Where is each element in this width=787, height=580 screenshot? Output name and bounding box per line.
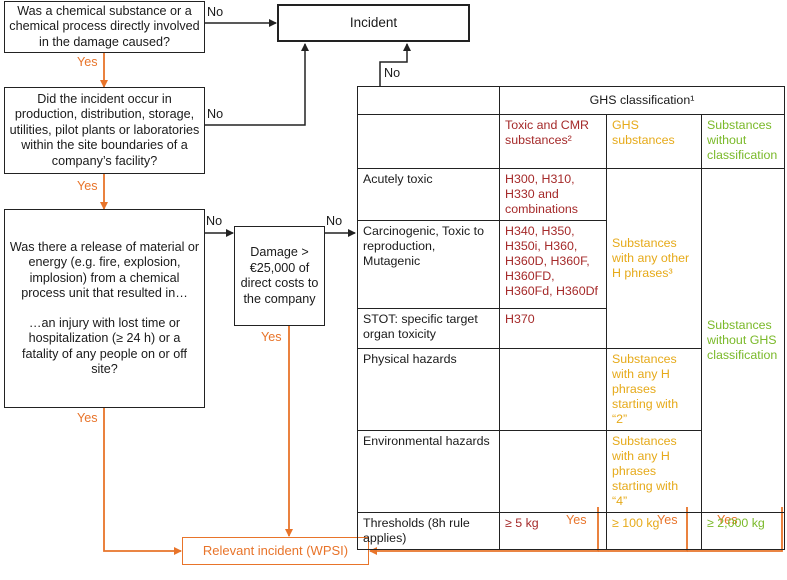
label-yes-q1: Yes: [77, 55, 98, 69]
damage-box: Damage > €25,000 of direct costs to the …: [234, 226, 325, 326]
label-no-q2: No: [207, 107, 224, 121]
cell-environmental-red: [499, 430, 607, 513]
label-yes-q3: Yes: [77, 411, 98, 425]
col-header-without-classification: Substances without classification: [700, 114, 786, 169]
table-corner-cell: [357, 86, 500, 115]
row-label-physical: Physical hazards: [357, 348, 500, 431]
question-release-text-a: Was there a release of material or energ…: [9, 239, 200, 301]
q3-yes-arrow: [103, 408, 182, 555]
wpsi-box: Relevant incident (WPSI): [182, 537, 369, 565]
label-yes-q2: Yes: [77, 179, 98, 193]
question-release: Was there a release of material or energ…: [4, 209, 205, 408]
table-blank-cell: [357, 114, 500, 169]
question-chemical-involved: Was a chemical substance or a chemical p…: [4, 1, 205, 53]
q2-no-arrow: [205, 43, 309, 126]
incident-box: Incident: [277, 4, 470, 42]
label-no-q1: No: [207, 5, 224, 19]
ghs-header: GHS classification¹: [498, 86, 786, 115]
cell-physical-yellow: Substances with any H phrases starting w…: [606, 348, 702, 431]
cell-yellow-merged: Substances with any other H phrases³: [606, 168, 702, 349]
cell-cmr-red: H340, H350, H350i, H360, H360D, H360F, H…: [499, 220, 607, 309]
cell-acutely-toxic-red: H300, H310, H330 and combinations: [499, 168, 607, 221]
row-label-cmr: Carcinogenic, Toxic to reproduction, Mut…: [357, 220, 500, 309]
cell-environmental-yellow: Substances with any H phrases starting w…: [606, 430, 702, 513]
row-label-stot: STOT: specific target organ toxicity: [357, 308, 500, 349]
cell-physical-red: [499, 348, 607, 431]
col-header-toxic-cmr: Toxic and CMR substances²: [499, 114, 607, 169]
label-yes-damage: Yes: [261, 330, 282, 344]
threshold-green: ≥ 2,000 kg: [700, 512, 786, 550]
cell-stot-red: H370: [499, 308, 607, 349]
row-label-thresholds: Thresholds (8h rule applies): [357, 512, 500, 550]
col-header-ghs-substances: GHS substances: [606, 114, 702, 169]
threshold-red: ≥ 5 kg: [499, 512, 607, 550]
threshold-yellow: ≥ 100 kg: [606, 512, 702, 550]
question-release-text-b: …an injury with lost time or hospitaliza…: [22, 315, 187, 377]
question-site-boundaries: Did the incident occur in production, di…: [4, 87, 205, 174]
label-no-damage: No: [326, 214, 343, 228]
table-no-arrow: [379, 43, 411, 86]
label-no-q3: No: [206, 214, 223, 228]
row-label-environmental: Environmental hazards: [357, 430, 500, 513]
label-no-table: No: [384, 66, 401, 80]
cell-green-merged: Substances without GHS classification: [700, 168, 786, 513]
row-label-acutely-toxic: Acutely toxic: [357, 168, 500, 221]
ghs-classification-table: GHS classification¹ Toxic and CMR substa…: [357, 86, 786, 550]
